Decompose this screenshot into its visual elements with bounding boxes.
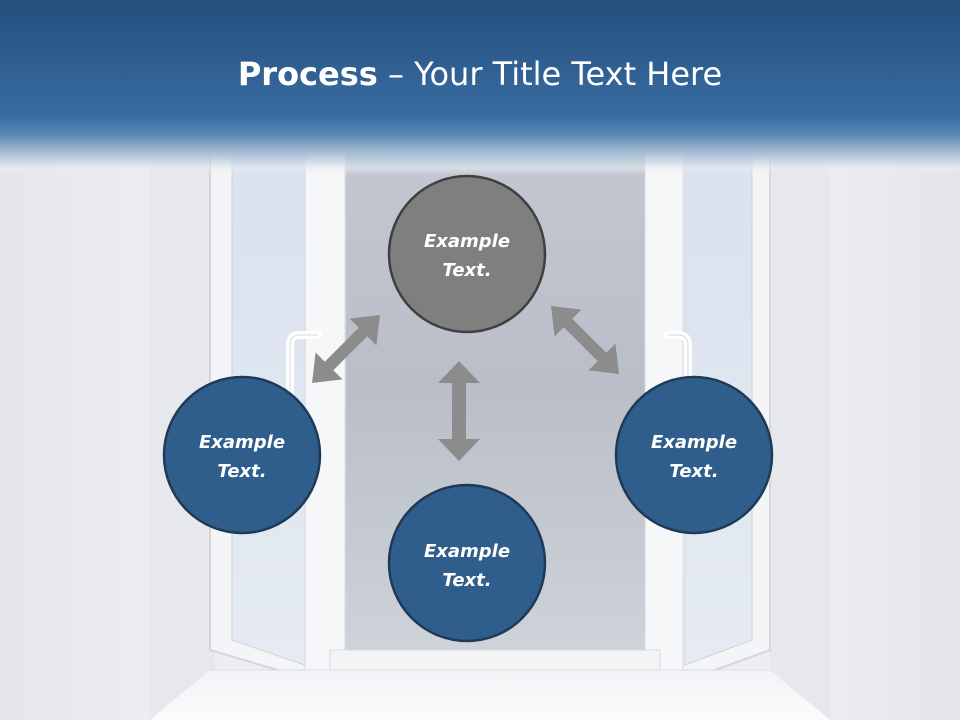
- title-rest-text: Your Title Text Here: [414, 55, 723, 93]
- process-node-right: Example Text.: [614, 375, 774, 535]
- slide-title: Process – Your Title Text Here: [0, 50, 960, 98]
- node-circle: [614, 375, 774, 535]
- node-circle: [162, 375, 322, 535]
- node-label-line1: Example: [424, 541, 510, 562]
- node-label-line2: Text.: [669, 461, 718, 482]
- node-label-line1: Example: [199, 432, 285, 453]
- double-arrow-icon: [312, 315, 380, 383]
- process-node-top: Example Text.: [387, 174, 547, 334]
- node-label-line1: Example: [424, 231, 510, 252]
- node-label-line1: Example: [651, 432, 737, 453]
- title-bar: [0, 0, 960, 175]
- process-node-left: Example Text.: [162, 375, 322, 535]
- process-node-bottom: Example Text.: [387, 483, 547, 643]
- double-arrow-icon: [551, 306, 619, 374]
- node-circle: [387, 483, 547, 643]
- title-bold-text: Process: [237, 55, 378, 93]
- node-label-line2: Text.: [442, 570, 491, 591]
- double-arrow-icon: [438, 361, 480, 461]
- node-circle: [387, 174, 547, 334]
- node-label-line2: Text.: [217, 461, 266, 482]
- node-label-line2: Text.: [442, 260, 491, 281]
- title-separator: –: [377, 55, 415, 93]
